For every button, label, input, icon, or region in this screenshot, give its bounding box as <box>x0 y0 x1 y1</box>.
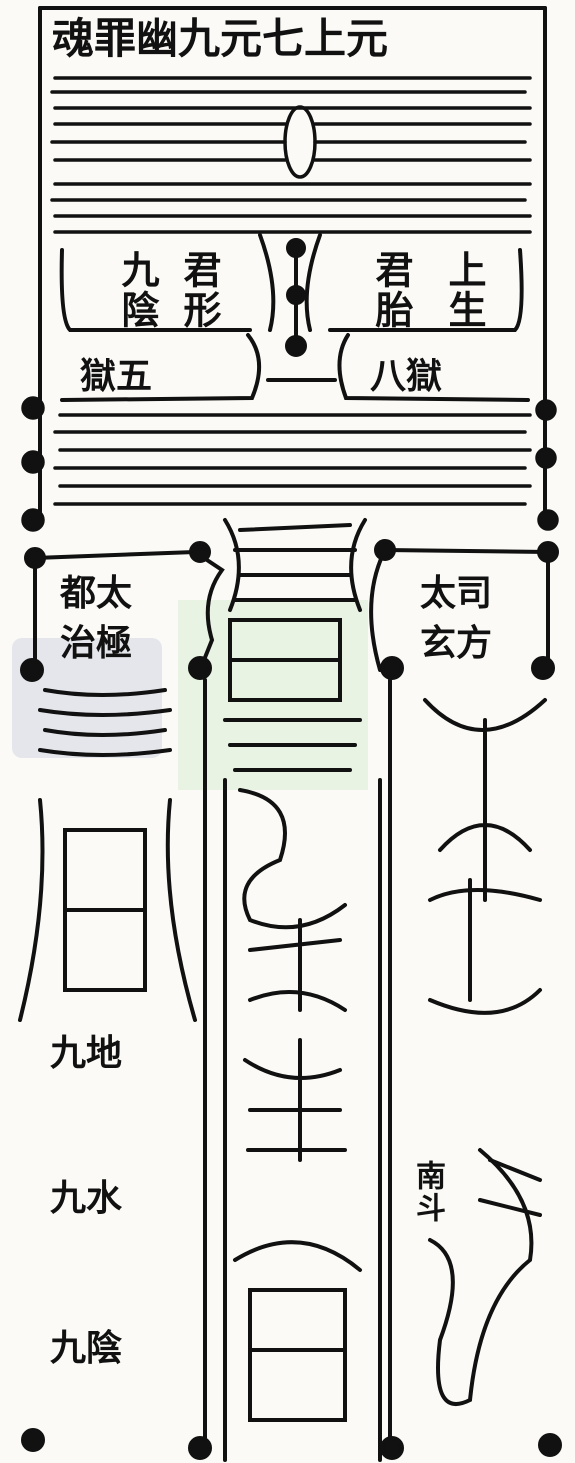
left-column-3: 九陰 <box>50 1327 123 1369</box>
left-column-1: 九地 <box>50 1032 123 1074</box>
right-glyph <box>423 698 547 1406</box>
left-box-line1: 都太 <box>60 572 133 614</box>
left-chars-1: 九陰 <box>115 250 160 330</box>
left-label: 獄五 <box>80 355 153 397</box>
lower-bars <box>21 396 559 532</box>
right-box-line2: 玄方 <box>420 622 493 664</box>
left-chars-2: 君形 <box>177 250 222 330</box>
right-chars-1: 君胎 <box>369 250 414 330</box>
left-box-line2: 治極 <box>60 622 133 664</box>
top-bars <box>50 76 532 234</box>
right-label: 八獄 <box>370 355 443 397</box>
central-column <box>21 518 562 1462</box>
left-column-2: 九水 <box>50 1177 123 1219</box>
right-chars-2: 上生 <box>442 250 487 330</box>
middle-section <box>59 233 530 402</box>
left-glyph <box>18 688 197 1022</box>
top-frame <box>38 6 547 522</box>
right-column-label: 南斗 <box>410 1160 445 1224</box>
right-box-line1: 太司 <box>420 572 493 614</box>
talisman-title: 魂罪幽九元七上元 <box>52 14 389 63</box>
side-boxes <box>20 539 559 682</box>
